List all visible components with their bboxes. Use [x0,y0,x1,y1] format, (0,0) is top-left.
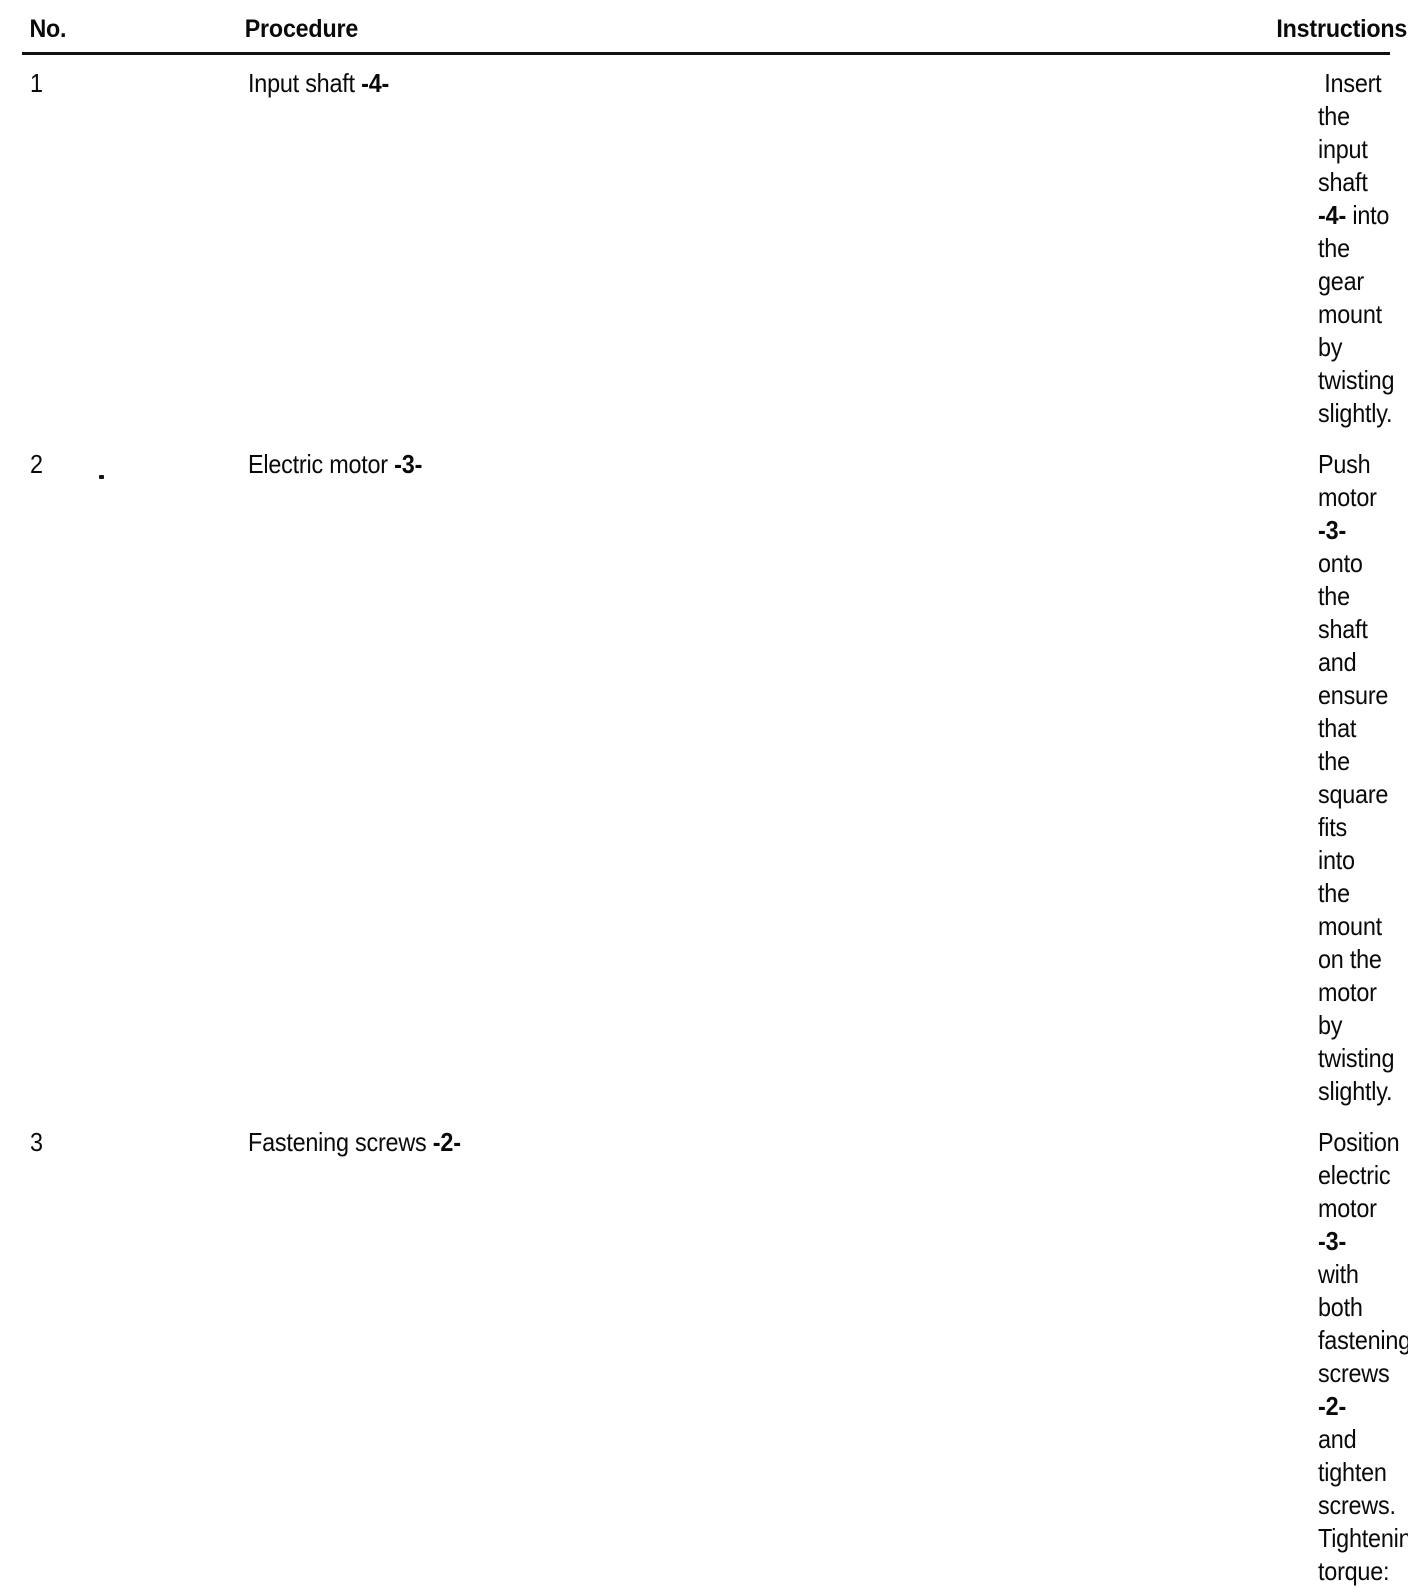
column-header-no: No. [22,14,127,54]
part-reference: -2- [1318,1391,1346,1421]
text-run: Electric motor [248,449,394,479]
cell-procedure: Electric motor -3- [135,430,670,1108]
text-run: and tighten screws. Tightening torque: 7… [1318,1424,1408,1592]
part-reference: -3- [1318,515,1346,545]
instructions-text: Insert the input shaft -4- into the gear… [1318,67,1390,430]
cell-step-number: 2 [22,430,135,1108]
cell-procedure: Input shaft -4- [135,54,670,431]
cell-instructions: Position electric motor -3- with both fa… [670,1108,1390,1592]
cell-instructions: Push motor -3- onto the shaft and ensure… [670,430,1390,1108]
text-run: Push motor [1318,449,1383,512]
step-number-text: 1 [30,67,135,100]
part-reference: -2- [433,1127,461,1157]
text-run: into the gear mount by twisting slightly… [1318,200,1395,428]
procedure-text: Fastening screws -2- [248,1126,670,1159]
part-reference: -4- [361,68,389,98]
procedure-table: No. Procedure Instructions 1 Input shaft … [22,14,1390,1592]
table-row: 1 Input shaft -4- Insert the input shaft … [22,54,1390,431]
table-header-row: No. Procedure Instructions [22,14,1390,54]
cell-procedure: Fastening screws -2- [135,1108,670,1592]
column-header-procedure: Procedure [135,14,633,54]
part-reference: -3- [394,449,422,479]
procedure-text: Electric motor -3- [248,448,670,481]
cell-step-number: 3 [22,1108,135,1592]
part-reference: -3- [1318,1226,1346,1256]
scan-speck-artifact [99,475,104,479]
cell-instructions: Insert the input shaft -4- into the gear… [670,54,1390,431]
procedure-text: Input shaft -4- [248,67,670,100]
step-number-text: 3 [30,1126,135,1159]
cell-step-number: 1 [22,54,135,431]
text-run: Insert the input shaft [1318,68,1388,197]
document-page: No. Procedure Instructions 1 Input shaft … [0,0,1408,796]
column-header-instructions: Instructions [670,14,1340,54]
table-body: 1 Input shaft -4- Insert the input shaft … [22,54,1390,1592]
step-number-text: 2 [30,448,135,481]
text-run: Fastening screws [248,1127,433,1157]
instructions-text: Position electric motor -3- with both fa… [1318,1126,1390,1592]
instructions-text: Push motor -3- onto the shaft and ensure… [1318,448,1390,1108]
text-run: onto the shaft and ensure that the squar… [1318,515,1401,1106]
text-run: Input shaft [248,68,361,98]
text-run: Position electric motor [1318,1127,1406,1223]
part-reference: -4- [1318,200,1346,230]
